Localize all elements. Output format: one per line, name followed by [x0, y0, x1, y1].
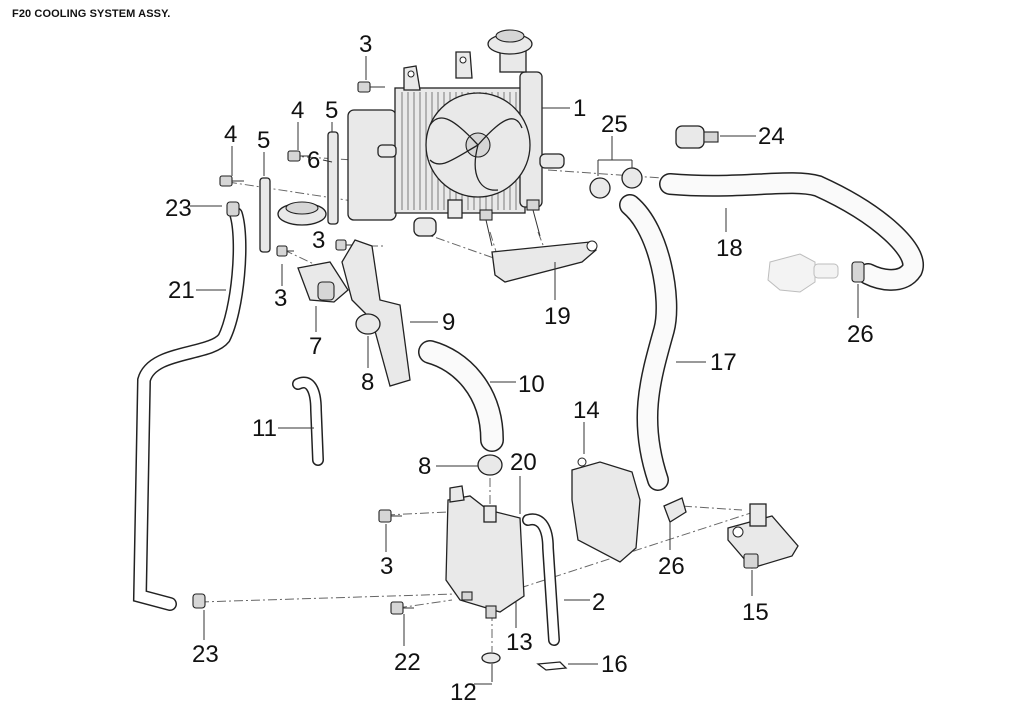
bolts: [219, 81, 541, 615]
bolt-4-right: [287, 150, 310, 162]
bolt-22: [390, 601, 414, 615]
callout-10: 10: [518, 371, 545, 398]
callout-8-upper: 8: [418, 453, 431, 480]
callout-15: 15: [742, 599, 769, 626]
bracket-15: [727, 503, 799, 569]
callout-14: 14: [573, 397, 600, 424]
callout-20: 20: [510, 449, 537, 476]
callout-4-right: 4: [291, 97, 304, 124]
clip-16: [536, 661, 568, 671]
callout-6: 6: [307, 147, 320, 174]
hoses: [132, 172, 924, 646]
bolts-19: [479, 199, 541, 247]
callout-24: 24: [758, 123, 785, 150]
callout-16: 16: [601, 651, 628, 678]
callout-3-top: 3: [359, 31, 372, 58]
bolt-3-bottom: [378, 509, 402, 523]
callout-26-right: 26: [847, 321, 874, 348]
thermostat-housing: [767, 253, 839, 293]
diagram-title: F20 COOLING SYSTEM ASSY.: [12, 8, 171, 20]
callout-11: 11: [252, 415, 277, 442]
callout-23-bottom: 23: [192, 641, 219, 668]
callout-numbers: 1 2 3 3 3 3 4 4 5 5 6 7 8 8 9 10 11 12 1…: [165, 31, 874, 706]
callout-3-mid: 3: [312, 227, 325, 254]
callout-8-lower: 8: [361, 369, 374, 396]
callout-13: 13: [506, 629, 533, 656]
leader-lines: [190, 56, 859, 685]
callout-3-left: 3: [274, 285, 287, 312]
callout-23-top: 23: [165, 195, 192, 222]
bolt-3-top: [357, 81, 385, 93]
bolt-4-left: [219, 175, 244, 187]
callout-19: 19: [544, 303, 571, 330]
bolt-3-left: [276, 245, 294, 257]
callout-2: 2: [592, 589, 605, 616]
reservoir-cover: [571, 457, 641, 563]
callout-12: 12: [450, 679, 477, 706]
callout-1: 1: [573, 95, 586, 122]
callout-21: 21: [168, 277, 195, 304]
bracket-19: [491, 240, 598, 283]
callout-17: 17: [710, 349, 737, 376]
callout-5-right: 5: [325, 97, 338, 124]
temp-sensor-24: [675, 125, 719, 149]
callout-9: 9: [442, 309, 455, 336]
callout-3-bottom: 3: [380, 553, 393, 580]
callout-26-lower: 26: [658, 553, 685, 580]
mount-strips: [259, 131, 339, 253]
callout-4-left: 4: [224, 121, 237, 148]
callout-18: 18: [716, 235, 743, 262]
reservoir-tank: [445, 485, 525, 664]
callout-5-left: 5: [257, 127, 270, 154]
radiator: [347, 29, 565, 237]
callout-22: 22: [394, 649, 421, 676]
bracket-9: [297, 239, 503, 476]
callout-7: 7: [309, 333, 322, 360]
callout-25: 25: [601, 111, 628, 138]
